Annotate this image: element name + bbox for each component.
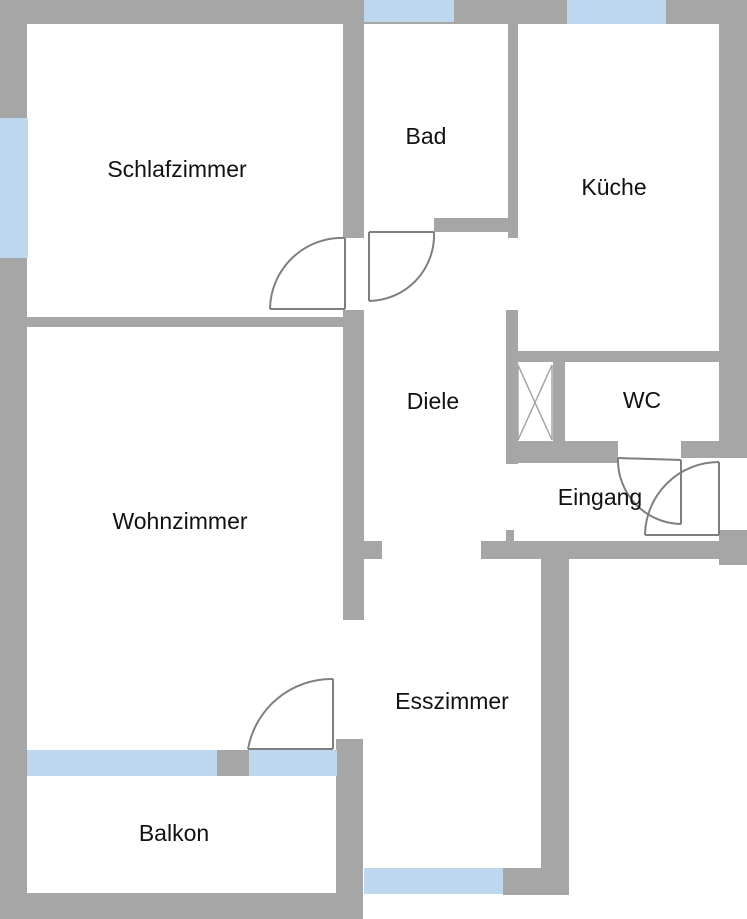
wall-bottom-outer — [0, 893, 363, 919]
label-esszimmer: Esszimmer — [395, 688, 509, 714]
wall-diele-shaft — [506, 310, 518, 464]
wall-bad-bottom — [434, 218, 518, 232]
door-wc — [616, 457, 682, 525]
wall-eingang-bottom — [481, 541, 747, 559]
label-balkon: Balkon — [139, 820, 209, 846]
label-schlafzimmer: Schlafzimmer — [107, 156, 247, 182]
window-esszimmer — [364, 868, 503, 894]
door-eingang — [644, 461, 720, 536]
label-wc: WC — [623, 387, 661, 413]
label-wohnzimmer: Wohnzimmer — [112, 508, 247, 534]
wall-bad-kueche — [508, 24, 518, 238]
door-bad — [368, 231, 436, 302]
wall-kueche-bottom — [506, 351, 747, 362]
wall-balkon-right — [336, 739, 363, 919]
wall-eingang-post — [506, 530, 514, 542]
window-bad — [364, 0, 454, 22]
wall-wc-bottom-left — [506, 441, 618, 463]
room-labels: Schlafzimmer Bad Küche Diele WC Eingang … — [107, 123, 661, 846]
label-bad: Bad — [406, 123, 447, 149]
wall-wohn-pier — [217, 750, 249, 776]
windows — [0, 0, 666, 894]
installation-shaft — [517, 364, 553, 441]
wall-esszimmer-right — [541, 559, 569, 895]
wall-shaft-wc — [553, 362, 565, 446]
wall-right-outer — [719, 0, 747, 457]
label-eingang: Eingang — [558, 484, 642, 510]
door-schlafzimmer — [269, 236, 346, 310]
window-kueche — [567, 0, 666, 24]
label-diele: Diele — [407, 388, 459, 414]
wall-schlaf-wohn — [27, 317, 357, 327]
wall-wohn-diele — [343, 310, 364, 620]
label-kueche: Küche — [581, 174, 646, 200]
window-schlafzimmer — [0, 118, 28, 258]
window-wohnzimmer-left — [27, 750, 217, 776]
door-balkon — [247, 677, 334, 750]
wall-wc-bottom-right — [681, 441, 747, 458]
wall-esszimmer-bottom — [503, 868, 569, 895]
window-wohnzimmer-right — [249, 750, 337, 776]
wall-schlaf-bad — [343, 0, 364, 238]
wall-diele-stub — [364, 541, 382, 559]
